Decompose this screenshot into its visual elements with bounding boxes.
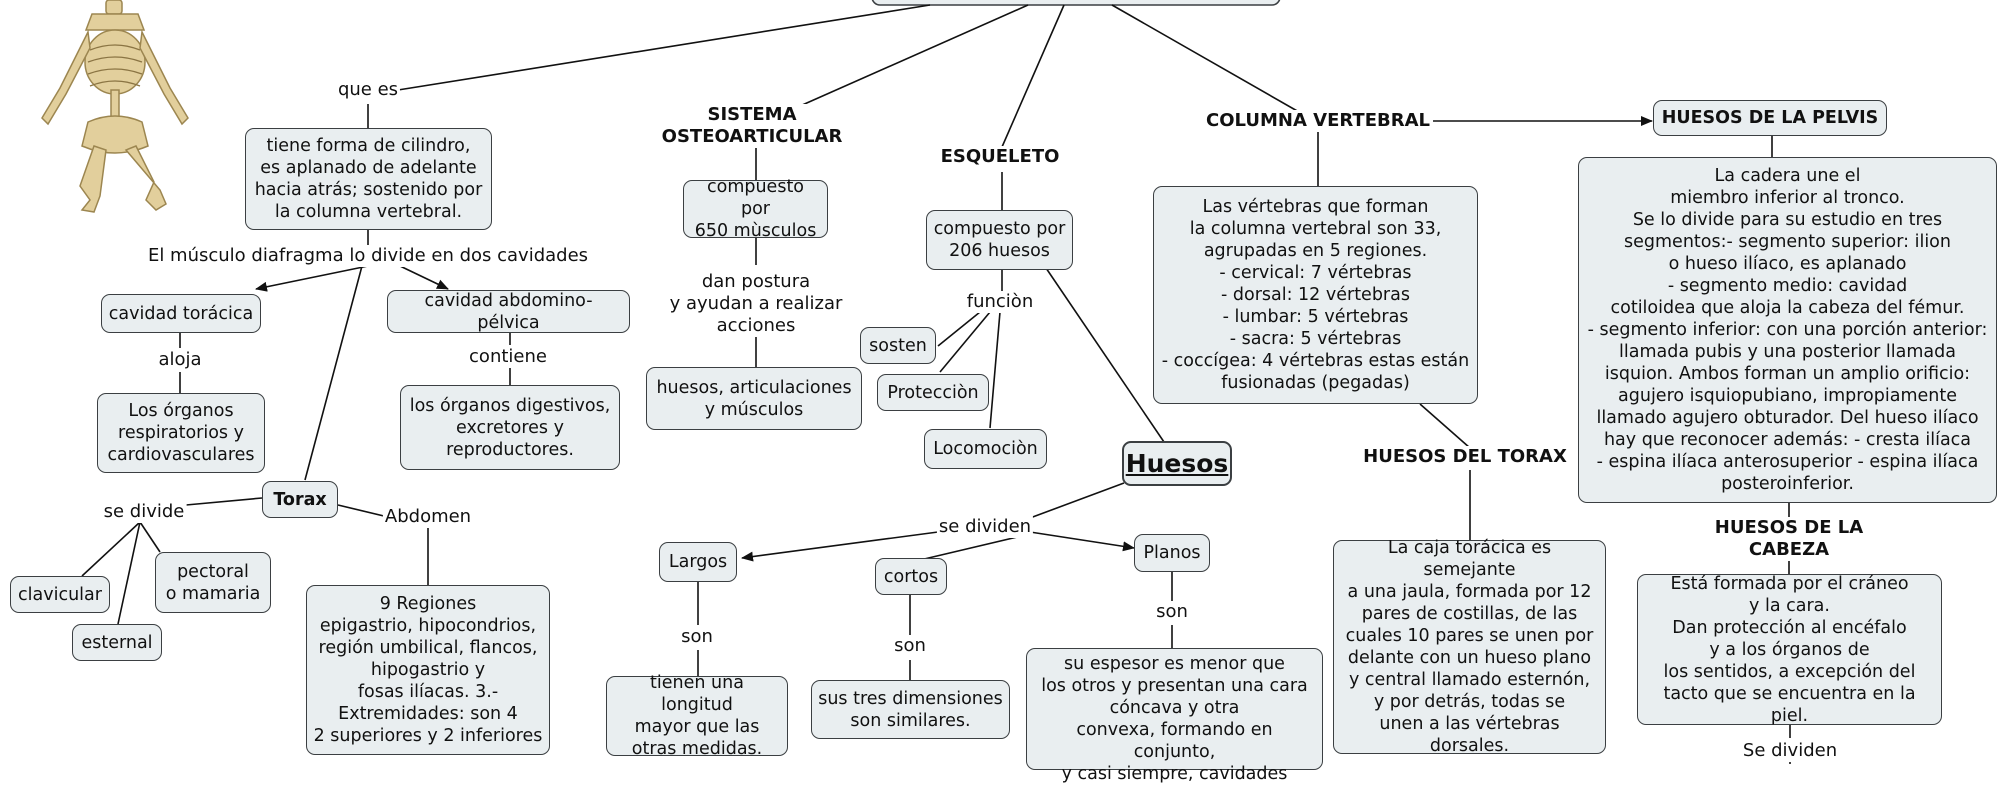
node-pectoral: pectoral o mamaria (155, 552, 271, 613)
node-cavidad-abdomino-pelvica: cavidad abdomino-pélvica (387, 290, 630, 333)
link-dan-postura: dan postura y ayudan a realizar acciones (667, 271, 845, 337)
node-largos: Largos (659, 542, 737, 582)
link-abdomen: Abdomen (382, 506, 474, 528)
link-son-cortos: son (892, 635, 928, 657)
node-forma-cilindro: tiene forma de cilindro, es aplanado de … (245, 128, 492, 230)
node-planos: Planos (1134, 534, 1210, 572)
skeleton-icon (41, 0, 189, 213)
heading-sistema-osteoarticular: SISTEMA OSTEOARTICULAR (658, 104, 846, 148)
node-torax: Torax (262, 481, 338, 518)
node-cabeza-descripcion: Está formada por el cráneo y la cara. Da… (1637, 574, 1942, 726)
heading-huesos-del-torax: HUESOS DEL TORAX (1360, 446, 1570, 468)
node-organos-respiratorios: Los órganos respiratorios y cardiovascul… (97, 393, 265, 473)
node-esternal: esternal (72, 624, 162, 661)
node-regiones: 9 Regiones epigastrio, hipocondrios, reg… (306, 585, 550, 755)
node-organos-digestivos: los órganos digestivos, excretores y rep… (400, 385, 620, 470)
link-aloja: aloja (156, 349, 204, 371)
node-cortos: cortos (875, 558, 947, 595)
concept-map: que es El músculo diafragma lo divide en… (10, 0, 1997, 784)
node-clavicular: clavicular (10, 576, 110, 613)
connector-lines (81, 0, 1791, 764)
link-son-planos: son (1154, 601, 1190, 623)
heading-columna-vertebral: COLUMNA VERTEBRAL (1203, 110, 1433, 132)
node-compuesto-206: compuesto por 206 huesos (926, 210, 1073, 270)
node-cortos-descripcion: sus tres dimensiones son similares. (811, 680, 1010, 739)
link-diafragma: El músculo diafragma lo divide en dos ca… (145, 245, 591, 267)
heading-esqueleto: ESQUELETO (937, 146, 1063, 168)
link-se-dividen: se dividen (936, 516, 1034, 538)
link-son-largos: son (679, 626, 715, 648)
link-se-divide: se divide (101, 501, 187, 523)
node-huesos: Huesos (1122, 441, 1232, 486)
link-se-dividen-cabeza: Se dividen (1740, 740, 1840, 762)
node-vertebras: Las vértebras que forman la columna vert… (1153, 186, 1478, 404)
link-funcion: funciòn (964, 291, 1036, 313)
heading-huesos-de-la-cabeza: HUESOS DE LA CABEZA (1682, 517, 1896, 561)
node-largos-descripcion: tienen una longitud mayor que las otras … (606, 673, 788, 759)
node-caja-toracica: La caja torácica es semejante a una jaul… (1333, 538, 1606, 756)
node-planos-descripcion: su espesor es menor que los otros y pres… (1026, 648, 1323, 784)
link-contiene: contiene (467, 346, 549, 368)
node-sosten: sosten (860, 327, 936, 364)
node-huesos-de-la-pelvis: HUESOS DE LA PELVIS (1653, 100, 1887, 136)
node-locomocion: Locomociòn (924, 429, 1047, 469)
node-pelvis-descripcion: La cadera une el miembro inferior al tro… (1578, 157, 1997, 503)
node-cavidad-toracica: cavidad torácica (101, 294, 261, 333)
node-proteccion: Protecciòn (877, 374, 989, 411)
node-huesos-articulaciones: huesos, articulaciones y músculos (646, 367, 862, 430)
node-compuesto-650: compuesto por 650 mùsculos (683, 177, 828, 241)
link-que-es: que es (335, 79, 401, 101)
